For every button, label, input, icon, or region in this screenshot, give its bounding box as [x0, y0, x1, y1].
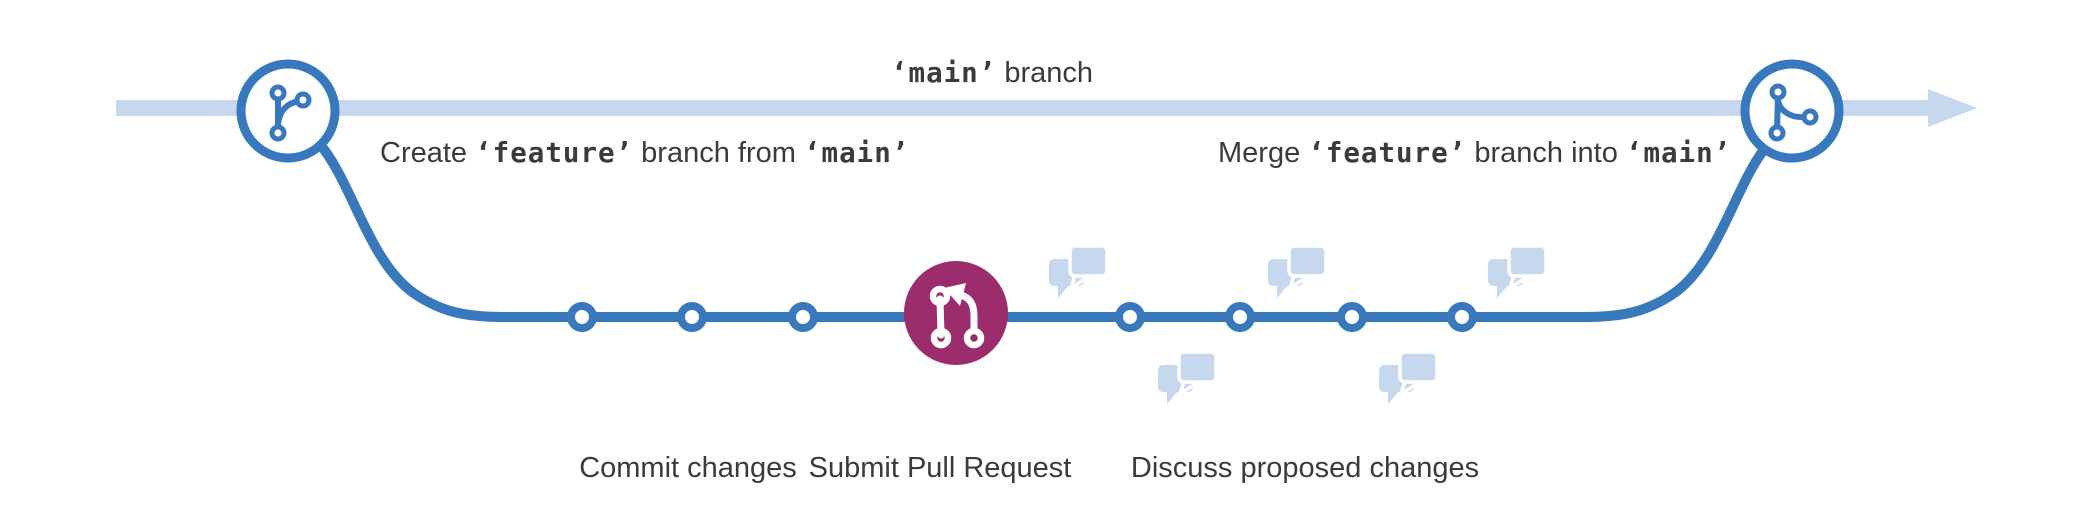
- main-branch-line: [116, 100, 1930, 116]
- merge-annotation-pre: Merge: [1218, 137, 1309, 169]
- create-annotation-main-code: ‘main’: [803, 137, 910, 169]
- merge-feature-annotation: Merge ‘feature’ branch into ‘main’: [1218, 137, 1731, 170]
- merge-annotation-mid: branch into: [1466, 137, 1626, 169]
- merge-annotation-feature-code: ‘feature’: [1308, 137, 1467, 169]
- feature-branch-end-node: [1740, 59, 1844, 163]
- commit-dots: [567, 302, 1477, 332]
- create-feature-annotation: Create ‘feature’ branch from ‘main’: [380, 137, 909, 170]
- main-branch-label-code: ‘main’: [890, 57, 997, 89]
- commit-dot: [1115, 302, 1145, 332]
- comment-bubbles-icon: [1486, 244, 1548, 300]
- feature-branch-path: [313, 137, 1775, 322]
- commit-dot: [1337, 302, 1367, 332]
- merge-annotation-main-code: ‘main’: [1625, 137, 1732, 169]
- git-merge-icon: [1768, 83, 1819, 142]
- commit-dot: [788, 302, 818, 332]
- comment-bubbles-icon: [1266, 244, 1328, 300]
- start-node-circle: [236, 59, 340, 163]
- create-annotation-mid: branch from: [633, 137, 804, 169]
- commit-dot: [1225, 302, 1255, 332]
- main-branch-label: ‘main’ branch: [891, 57, 1093, 90]
- pull-request-node: [904, 261, 1008, 365]
- submit-pull-request-label: Submit Pull Request: [808, 452, 1072, 484]
- git-branch-icon: [269, 84, 312, 142]
- commit-dot: [677, 302, 707, 332]
- main-branch-label-rest: branch: [996, 57, 1094, 89]
- comment-bubbles-icon: [1047, 244, 1109, 300]
- create-annotation-feature-code: ‘feature’: [475, 137, 634, 169]
- end-node-circle: [1740, 59, 1844, 163]
- git-pull-request-icon: [929, 283, 985, 349]
- main-branch-arrowhead: [1928, 89, 1977, 127]
- commit-changes-label: Commit changes: [579, 452, 797, 484]
- discuss-proposed-changes-label: Discuss proposed changes: [1130, 452, 1480, 484]
- comment-bubbles-icon: [1377, 350, 1439, 406]
- create-annotation-pre: Create: [380, 137, 476, 169]
- commit-dot: [567, 302, 597, 332]
- commit-dot: [1447, 302, 1477, 332]
- feature-branch-start-node: [236, 59, 340, 163]
- pull-request-circle: [904, 261, 1008, 365]
- comment-bubbles-icon: [1156, 350, 1218, 406]
